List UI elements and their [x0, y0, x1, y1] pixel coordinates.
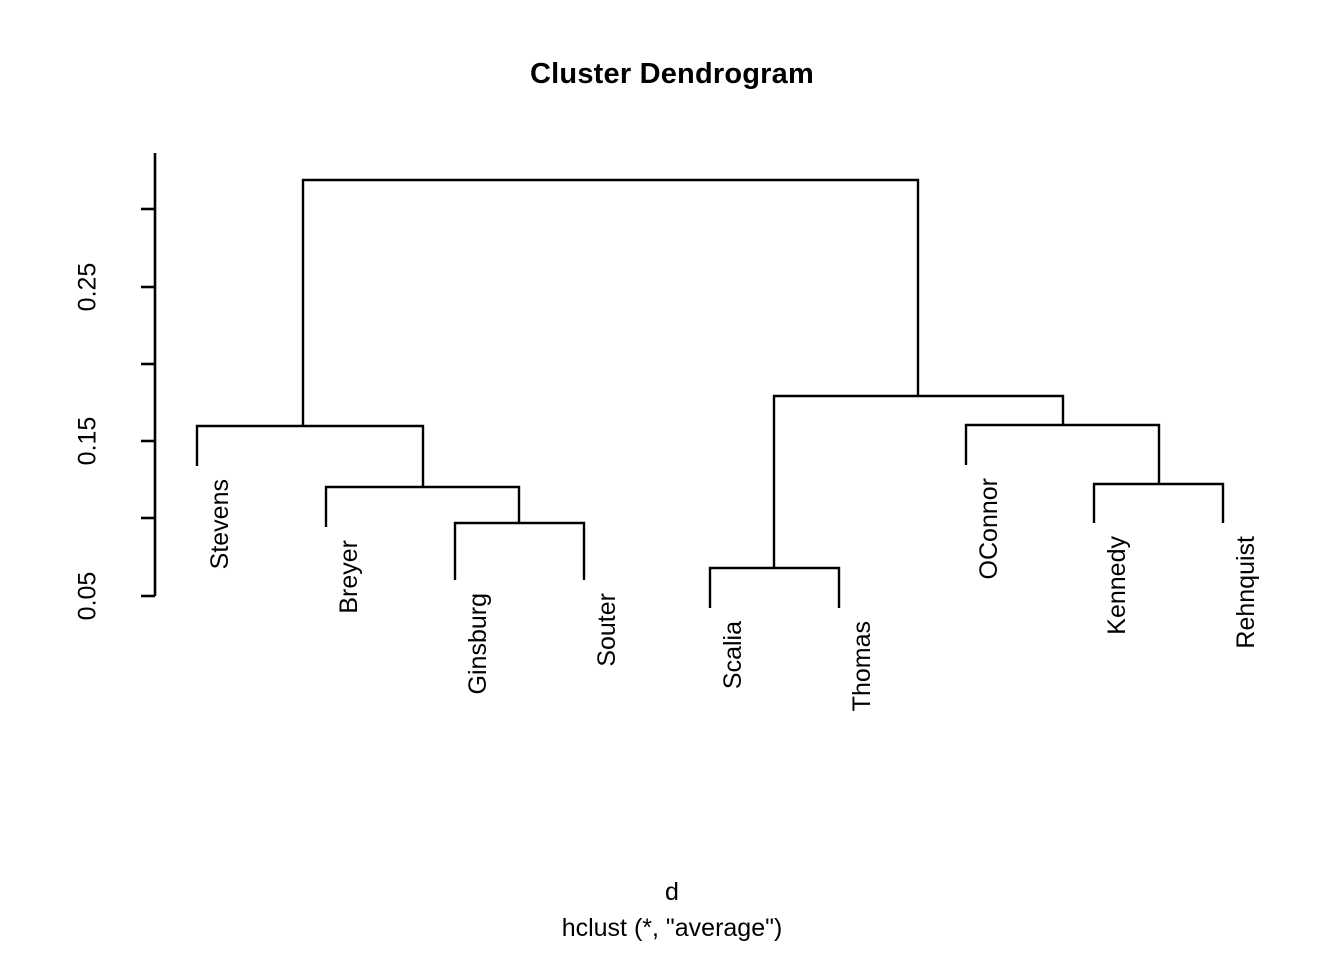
merge-link-m2	[453, 521, 586, 580]
x-axis-caption-line1: d	[665, 878, 679, 906]
merge-link-m8	[301, 178, 920, 426]
merge-link-m1	[708, 566, 841, 608]
leaf-label-rehnquist: Rehnquist	[1232, 536, 1260, 649]
merge-link-m5	[195, 424, 425, 487]
leaf-label-kennedy: Kennedy	[1103, 536, 1131, 635]
merge-link-m4	[1092, 482, 1225, 523]
merge-link-m3	[324, 485, 521, 527]
leaf-label-stevens: Stevens	[206, 479, 234, 570]
y-tick-label-0_15: 0.15	[73, 416, 102, 466]
y-tick-label-0_05: 0.05	[73, 571, 102, 621]
y-tick-label-0_25: 0.25	[73, 262, 102, 312]
x-axis-caption-line2: hclust (*, "average")	[561, 914, 783, 942]
merge-link-m6	[964, 423, 1161, 484]
dendrogram-tree	[195, 178, 1225, 608]
y-axis	[141, 153, 157, 598]
merge-link-m7	[772, 394, 1065, 568]
leaf-label-breyer: Breyer	[335, 540, 363, 614]
leaf-label-ginsburg: Ginsburg	[464, 593, 492, 695]
leaf-label-scalia: Scalia	[719, 621, 747, 690]
page-title: Cluster Dendrogram	[530, 58, 814, 90]
leaf-label-thomas: Thomas	[848, 621, 876, 712]
leaf-label-oconnor: OConnor	[975, 478, 1003, 580]
leaf-label-souter: Souter	[593, 593, 621, 667]
x-axis-caption: d hclust (*, "average")	[0, 874, 1344, 946]
